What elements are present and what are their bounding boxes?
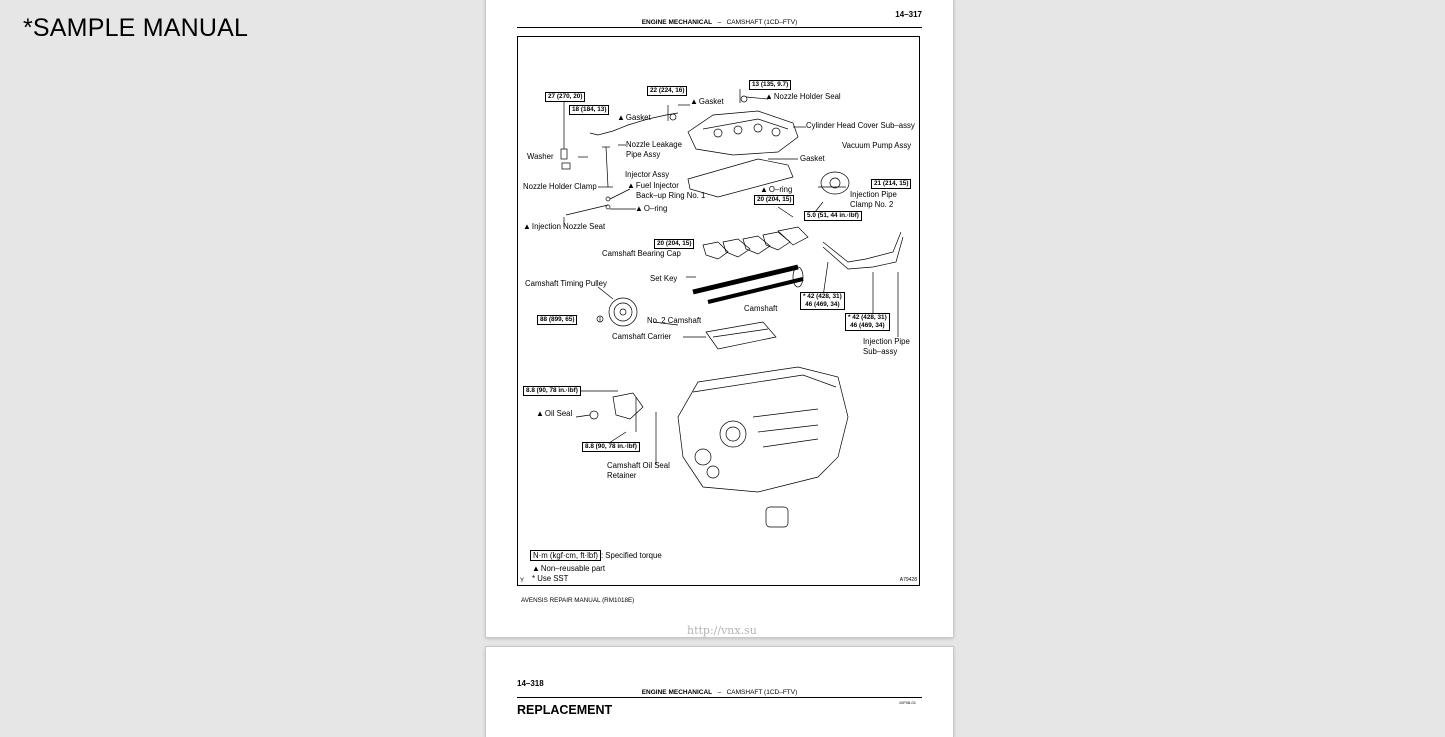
label-injector-assy: Injector Assy <box>625 170 670 179</box>
label-oil-seal: ▲Oil Seal <box>536 409 573 418</box>
running-header: ENGINE MECHANICAL – CAMSHAFT (1CD–FTV) <box>517 19 922 26</box>
label-o-ring-right: ▲O–ring <box>760 185 793 194</box>
torque-8-8-b: 8.8 (90, 78 in.·lbf) <box>582 442 640 452</box>
header-rule-2 <box>517 697 922 698</box>
header-section: ENGINE MECHANICAL <box>641 19 713 26</box>
section-title-replacement: REPLACEMENT <box>517 703 613 717</box>
torque-42-a: * 42 (428, 31)46 (469, 34) <box>800 292 845 310</box>
page-number: 14–317 <box>895 10 922 19</box>
label-no2-camshaft: No. 2 Camshaft <box>647 316 702 325</box>
exploded-view-figure: ▲Nozzle Holder Seal ▲Gasket Cylinder Hea… <box>517 36 920 586</box>
label-camshaft-bearing-cap: Camshaft Bearing Cap <box>602 249 681 258</box>
header-subsection-2: CAMSHAFT (1CD–FTV) <box>726 689 798 696</box>
label-camshaft-timing-pulley: Camshaft Timing Pulley <box>525 279 607 288</box>
torque-18: 18 (184, 13) <box>569 105 610 115</box>
label-injection-nozzle-seat: ▲Injection Nozzle Seat <box>523 222 606 231</box>
legend-torque: N·m (kgf·cm, ft·lbf): Specified torque <box>530 550 662 561</box>
manual-page-14-317: 14–317 ENGINE MECHANICAL – CAMSHAFT (1CD… <box>486 0 953 637</box>
torque-20-b: 20 (204, 15) <box>654 239 695 249</box>
label-gasket-top: ▲Gasket <box>690 97 724 106</box>
label-o-ring-left: ▲O–ring <box>635 204 668 213</box>
sample-manual-label: *SAMPLE MANUAL <box>23 14 249 42</box>
page-footer: AVENSIS REPAIR MANUAL (RM1018E) <box>521 597 635 604</box>
running-header-2: ENGINE MECHANICAL – CAMSHAFT (1CD–FTV) <box>517 689 922 696</box>
header-section-2: ENGINE MECHANICAL <box>641 689 713 696</box>
legend-use-sst: * Use SST <box>532 574 569 583</box>
manual-page-14-318: 14–318 ENGINE MECHANICAL – CAMSHAFT (1CD… <box>486 647 953 737</box>
header-dash-2: – <box>717 689 722 696</box>
torque-8-8-a: 8.8 (90, 78 in.·lbf) <box>523 386 581 396</box>
watermark: http://vnx.su <box>687 624 757 637</box>
figure-y-mark: Y <box>520 578 525 584</box>
torque-5: 5.0 (51, 44 in.·lbf) <box>804 211 862 221</box>
torque-13: 13 (135, 9.7) <box>749 80 792 90</box>
torque-22: 22 (224, 16) <box>647 86 688 96</box>
legend-non-reusable: ▲Non–reusable part <box>532 564 606 573</box>
label-vacuum-pump: Vacuum Pump Assy <box>842 141 912 150</box>
label-set-key: Set Key <box>650 274 678 283</box>
label-nozzle-holder-seal: ▲Nozzle Holder Seal <box>765 92 841 101</box>
torque-42-b: * 42 (428, 31)46 (469, 34) <box>845 313 890 331</box>
label-camshaft: Camshaft <box>744 304 778 313</box>
label-washer: Washer <box>527 152 554 161</box>
label-camshaft-carrier: Camshaft Carrier <box>612 332 672 341</box>
torque-27: 27 (270, 20) <box>545 92 586 102</box>
label-cylinder-head-cover: Cylinder Head Cover Sub–assy <box>806 121 915 130</box>
page-ref-code: 10F08-01 <box>898 700 916 705</box>
torque-88: 88 (899, 65) <box>537 315 578 325</box>
camshaft-exploded-drawing <box>560 89 904 528</box>
legend-unit-box: N·m (kgf·cm, ft·lbf) <box>530 550 601 561</box>
label-gasket-mid: Gasket <box>800 154 825 163</box>
torque-20-a: 20 (204, 15) <box>754 195 795 205</box>
label-gasket-left: ▲Gasket <box>617 113 651 122</box>
header-subsection: CAMSHAFT (1CD–FTV) <box>726 19 798 26</box>
header-dash: – <box>717 19 722 26</box>
page-number-2: 14–318 <box>517 679 544 688</box>
torque-21: 21 (214, 15) <box>871 179 912 189</box>
header-rule <box>517 27 922 28</box>
label-nozzle-holder-clamp: Nozzle Holder Clamp <box>523 182 597 191</box>
figure-id: A79428 <box>899 577 917 583</box>
